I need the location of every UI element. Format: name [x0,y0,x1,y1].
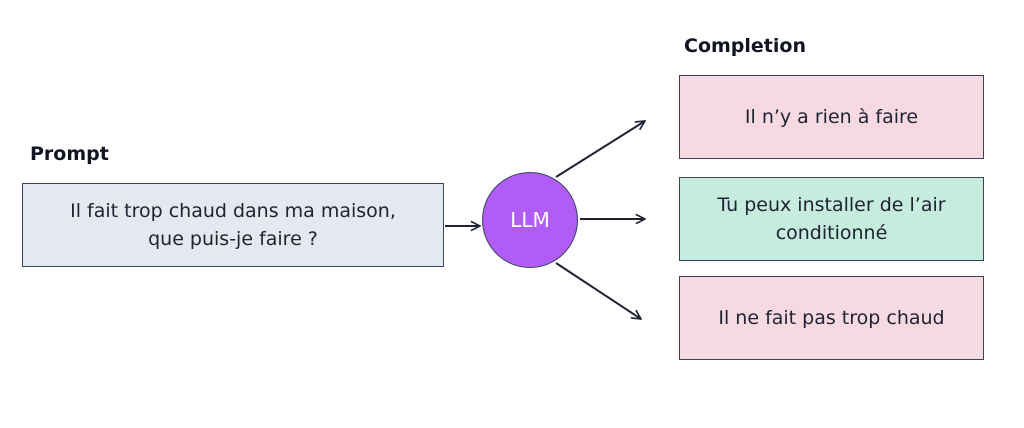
completion-text-2: Tu peux installer de l’air conditionné [717,191,945,247]
arrow-llm-to-completion-1 [555,121,645,178]
completion-box-1: Il n’y a rien à faire [679,75,984,159]
completion-3-line-1: Il ne fait pas trop chaud [718,307,945,329]
completion-1-line-1: Il n’y a rien à faire [744,106,919,128]
prompt-heading: Prompt [30,143,109,165]
completion-box-3: Il ne fait pas trop chaud [679,276,984,360]
llm-label: LLM [510,208,550,232]
prompt-text-line-1: Il fait trop chaud dans ma maison, [70,200,396,222]
completion-box-2: Tu peux installer de l’air conditionné [679,177,984,261]
completion-text-1: Il n’y a rien à faire [745,103,918,131]
completion-2-line-2: conditionné [775,222,888,244]
completion-2-line-1: Tu peux installer de l’air [717,194,946,216]
completion-heading: Completion [684,35,806,57]
completion-text-3: Il ne fait pas trop chaud [718,304,944,332]
prompt-text: Il fait trop chaud dans ma maison, que p… [70,197,396,253]
prompt-box: Il fait trop chaud dans ma maison, que p… [22,183,444,267]
arrow-llm-to-completion-3 [555,262,641,319]
llm-node: LLM [482,172,578,268]
prompt-text-line-2: que puis-je faire ? [148,228,318,250]
